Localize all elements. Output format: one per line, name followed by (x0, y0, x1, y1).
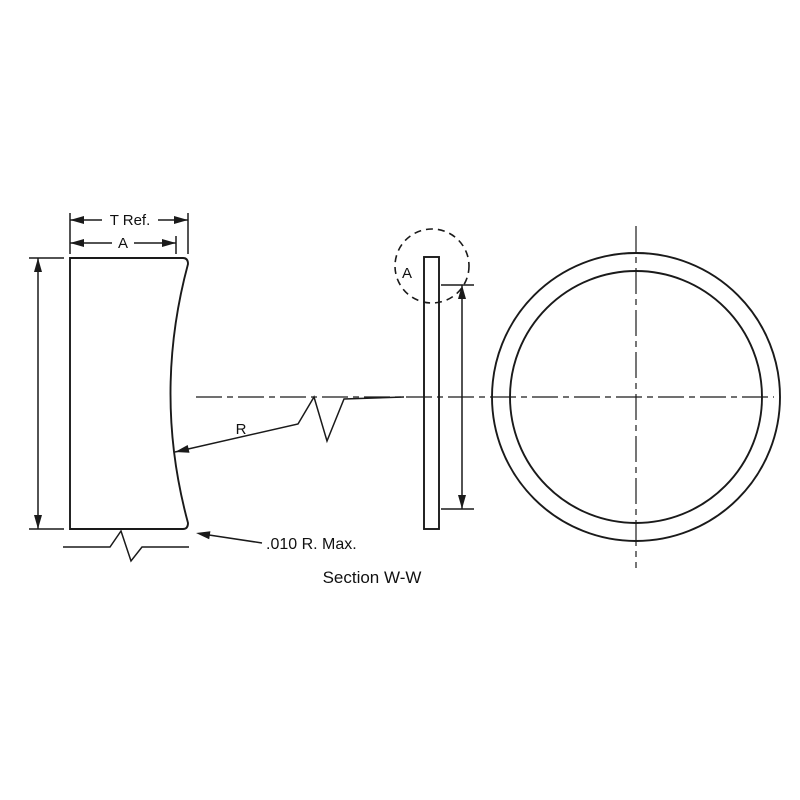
t-ref-arrow-right (174, 216, 188, 224)
t-ref-label: T Ref. (110, 212, 151, 229)
section-title: Section W-W (323, 568, 422, 587)
detail-circle (394, 228, 470, 304)
corner-radius-leader (208, 534, 263, 544)
a-arrow-left (70, 239, 84, 247)
corner-radius-note: .010 R. Max. (196, 531, 357, 553)
height-arrow-bottom (34, 515, 42, 529)
dimension-height (29, 257, 64, 530)
dimension-t-ref: T Ref. (69, 212, 189, 254)
corner-radius-arrow (196, 531, 211, 540)
disc-edge-view (423, 256, 440, 530)
t-ref-arrow-left (70, 216, 84, 224)
inner-dia-arrow-bottom (458, 495, 466, 509)
detail-label: A (402, 265, 412, 282)
height-arrow-top (34, 258, 42, 272)
break-line-bottom (63, 529, 189, 563)
a-arrow-right (162, 239, 176, 247)
radius-leader-line (174, 395, 405, 453)
detail-callout: A (394, 228, 470, 304)
section-view (69, 257, 189, 530)
inner-dia-arrow-top (458, 285, 466, 299)
radius-label: R (236, 421, 247, 438)
radius-arrow (175, 445, 190, 453)
a-width-label: A (118, 235, 128, 252)
section-view-outline (69, 257, 189, 530)
radius-leader: R (174, 395, 405, 453)
corner-radius-label: .010 R. Max. (266, 536, 357, 553)
dimension-a-width: A (70, 235, 176, 252)
